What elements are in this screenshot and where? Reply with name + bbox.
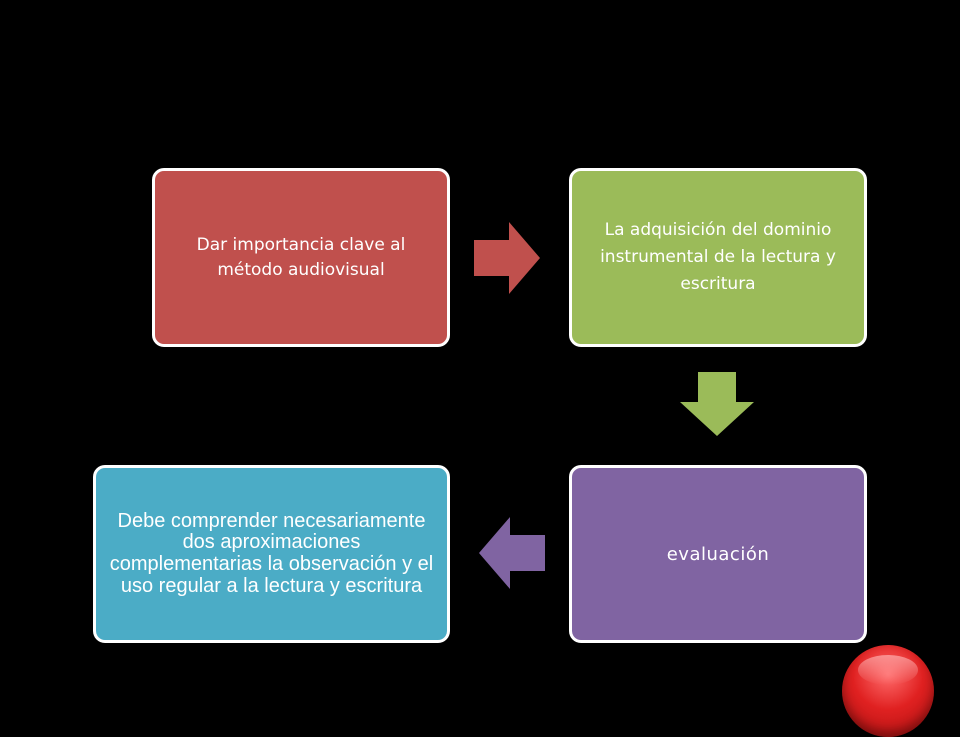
arrow-left: [479, 517, 545, 589]
node-aproximaciones: Debe comprender necesariamente dos aprox…: [93, 465, 450, 643]
arrow-down: [680, 372, 754, 436]
button-highlight: [858, 655, 918, 685]
node-1-text: Dar importancia clave al método audiovis…: [196, 234, 406, 280]
red-circle-button[interactable]: [842, 645, 934, 737]
node-2-text: La adquisición del dominio instrumental …: [600, 219, 836, 295]
node-metodo-audiovisual: Dar importancia clave al método audiovis…: [152, 168, 450, 347]
node-adquisicion-dominio: La adquisición del dominio instrumental …: [569, 168, 867, 347]
node-3-text: evaluación: [666, 543, 770, 565]
node-4-text: Debe comprender necesariamente dos aprox…: [109, 509, 434, 597]
node-evaluacion: evaluación: [569, 465, 867, 643]
arrow-right: [474, 222, 540, 294]
